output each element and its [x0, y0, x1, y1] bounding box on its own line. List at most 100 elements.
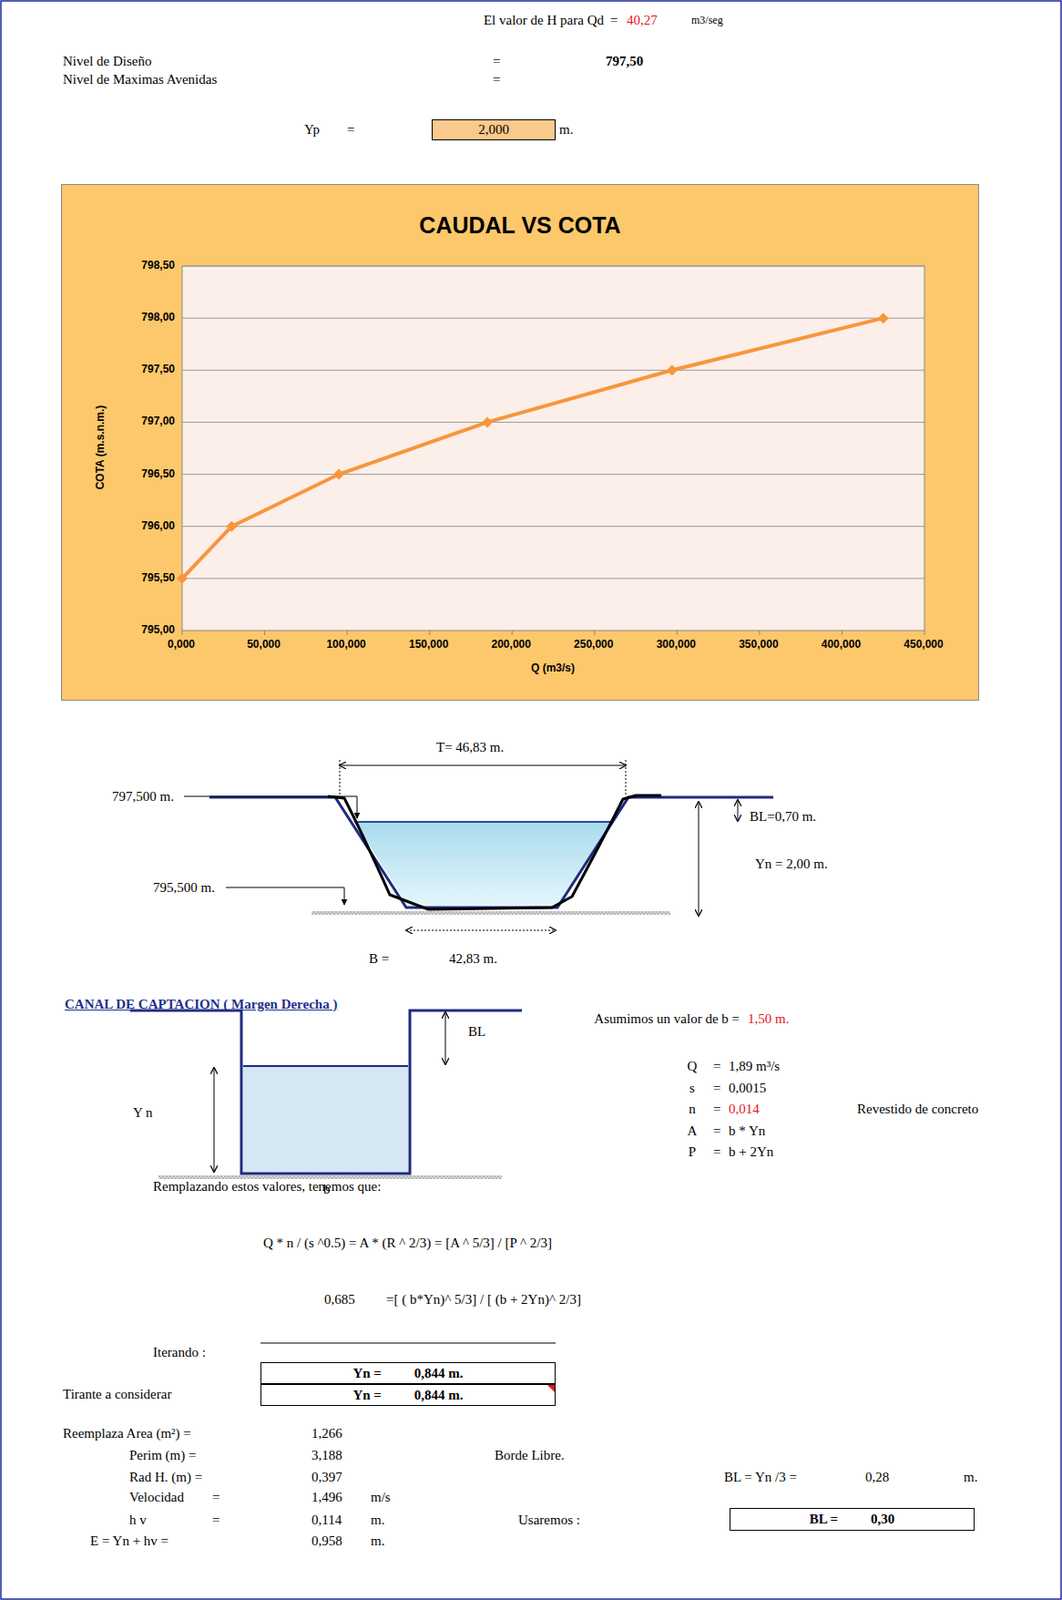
dimension-guide	[339, 759, 341, 795]
width-dimension	[339, 765, 626, 766]
sheet-text: 0,397	[311, 1468, 343, 1485]
axis-label: 100,000	[326, 637, 366, 651]
axis-tick	[593, 630, 595, 635]
dimension-guide	[625, 759, 627, 795]
sheet-text: m/s	[370, 1488, 391, 1505]
box-text: 0,844 m.	[414, 1365, 464, 1381]
sheet-text: Q	[687, 1057, 698, 1074]
grid-line	[182, 577, 925, 579]
sheet-text: Revestido de concreto	[857, 1100, 979, 1117]
leader-line	[225, 887, 345, 905]
leader-line	[183, 796, 358, 818]
sheet-text: Q * n / (s ^0.5) = A * (R ^ 2/3) = [A ^ …	[263, 1234, 552, 1251]
sheet-text: 795,500 m.	[153, 878, 215, 896]
axis-tick	[758, 630, 760, 635]
freeboard-dimension	[737, 799, 739, 821]
data-line	[182, 317, 884, 579]
sheet-text: 0,28	[865, 1468, 889, 1485]
axis-label: 150,000	[408, 637, 449, 651]
axis-label: 50,000	[246, 637, 281, 651]
value-box: 2,000	[431, 119, 556, 141]
sheet-text: P	[688, 1143, 696, 1160]
sheet-text: 0,685	[324, 1290, 356, 1308]
result-box: BL =0,30	[729, 1507, 975, 1531]
axis-label: 798,00	[141, 310, 175, 324]
axis-label: 797,50	[141, 362, 175, 376]
sheet-text: Usaremos :	[518, 1511, 581, 1528]
sheet-text: =	[492, 71, 501, 88]
axis-label: 795,50	[141, 571, 175, 584]
ground-band	[158, 1174, 502, 1179]
box-text: 2,000	[478, 122, 510, 138]
sheet-text: BL	[468, 1022, 486, 1040]
sheet-text: =	[713, 1143, 721, 1160]
canal-water	[243, 1065, 409, 1173]
sheet-text: 0,0015	[728, 1079, 766, 1096]
axis-label: 400,000	[821, 637, 861, 651]
axis-label: Q (m3/s)	[531, 661, 575, 674]
data-marker	[333, 469, 345, 480]
axis-label: 796,00	[141, 519, 175, 532]
sheet-text: Remplazando estos valores, tenemos que:	[153, 1177, 381, 1195]
sheet-text: 797,50	[605, 52, 644, 70]
canal-section	[130, 1010, 522, 1174]
data-marker	[225, 520, 237, 532]
sheet-text: Nivel de Maximas Avenidas	[62, 71, 217, 88]
sheet-text: n	[688, 1100, 696, 1117]
rule-line	[260, 1342, 556, 1344]
sheet-text: BL = Yn /3 =	[724, 1468, 797, 1485]
axis-tick	[182, 630, 184, 635]
sheet-text: Rad H. (m) =	[129, 1468, 203, 1485]
sheet-text: Tirante a considerar	[62, 1385, 172, 1402]
sheet-text: Reemplaza Area (m²) =	[62, 1424, 192, 1441]
axis-label: 797,00	[141, 414, 175, 428]
data-marker	[176, 572, 188, 584]
sheet-text: Yp	[304, 121, 320, 138]
cell-marker	[547, 1384, 555, 1392]
grid-line	[182, 317, 925, 319]
axis-label: 798,50	[141, 258, 175, 272]
chart-panel: CAUDAL VS COTA	[61, 183, 980, 701]
water-surface	[243, 1064, 409, 1067]
axis-tick	[924, 630, 926, 635]
axis-tick	[841, 630, 843, 635]
box-text: 0,30	[870, 1511, 895, 1527]
sheet-text: =	[713, 1057, 721, 1074]
result-box: Yn = 0,844 m.	[260, 1361, 556, 1384]
base-dimension	[406, 929, 556, 931]
sheet-text: =	[212, 1488, 220, 1505]
sheet-text: h v	[129, 1511, 147, 1528]
box-text: Yn =	[352, 1365, 381, 1381]
sheet-text: Y n	[132, 1103, 154, 1121]
sheet-text: m.	[963, 1468, 978, 1485]
data-marker	[878, 312, 889, 324]
sheet-text: b + 2Yn	[728, 1143, 774, 1160]
water-surface	[354, 820, 612, 823]
sheet-text: 1,266	[311, 1424, 343, 1441]
sheet-text: 3,188	[311, 1446, 343, 1463]
depth-dimension	[698, 801, 700, 916]
sheet-text: 1,496	[311, 1488, 343, 1505]
sheet-text: T= 46,83 m.	[436, 738, 504, 756]
result-box: Yn =0,844 m.	[260, 1383, 556, 1406]
axis-tick	[428, 630, 430, 635]
sheet-text: Asumimos un valor de b =	[593, 1010, 740, 1027]
sheet-text: m3/seg	[691, 13, 724, 27]
grid-line	[182, 265, 925, 267]
axis-tick	[511, 630, 513, 635]
axis-label: 200,000	[491, 637, 531, 651]
axis-label: 0,000	[167, 637, 195, 651]
axis-label: 250,000	[573, 637, 613, 651]
sheet-text: Borde Libre.	[494, 1446, 565, 1463]
sheet-text: Iterando :	[153, 1343, 206, 1360]
sheet-text: A	[687, 1122, 698, 1139]
sheet-text: =	[347, 121, 355, 138]
box-text: 0,844 m.	[414, 1387, 464, 1403]
river-bed	[327, 795, 662, 909]
sheet-text: =	[610, 11, 618, 29]
channel-section	[209, 796, 774, 908]
axis-label: 300,000	[656, 637, 696, 651]
sheet-text: m.	[559, 121, 573, 138]
